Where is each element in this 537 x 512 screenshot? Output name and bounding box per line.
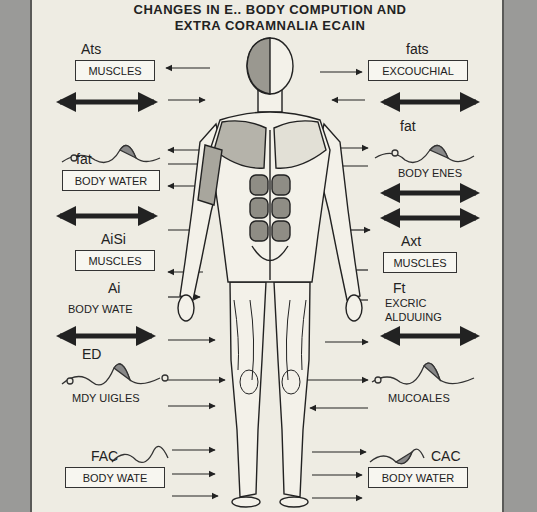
human-figure xyxy=(178,38,362,507)
poster-title: CHANGES IN E.. BODY COMPUTION AND EXTRA … xyxy=(112,2,428,34)
pointer-arrow xyxy=(166,68,370,498)
double-arrow xyxy=(60,102,476,336)
label-box: fatsEXCOUCHIAL xyxy=(368,60,468,81)
box-label: BODY WATER xyxy=(69,173,154,190)
label-box: AiSiMUSCLES xyxy=(75,250,155,271)
box-heading: fats xyxy=(406,41,429,58)
box-label: EXCOUCHIAL xyxy=(376,63,460,80)
box-heading: CAC xyxy=(431,448,461,465)
text-label: BODY WATE xyxy=(68,302,133,316)
heading-label: ED xyxy=(82,346,101,363)
label-box: AxtMUSCLES xyxy=(383,252,457,273)
box-label: MUSCLES xyxy=(82,253,147,270)
label-box: CACBODY WATER xyxy=(368,467,468,488)
text-label: MDY UIGLES xyxy=(72,391,140,405)
box-label: BODY WATE xyxy=(77,470,154,487)
heading-label: Ai xyxy=(108,280,120,297)
text-label: EXCRIC ALDUUING xyxy=(385,296,465,324)
box-label: BODY WATER xyxy=(376,470,461,487)
text-label: MUCOALES xyxy=(388,391,450,405)
label-box: fatBODY WATER xyxy=(62,170,160,191)
box-label: MUSCLES xyxy=(82,63,147,80)
heading-label: fat xyxy=(400,118,416,135)
box-heading: Ats xyxy=(81,41,101,58)
box-heading: Axt xyxy=(401,233,421,250)
box-heading: FAC xyxy=(91,448,118,465)
box-heading: AiSi xyxy=(101,231,126,248)
label-box: AtsMUSCLES xyxy=(75,60,155,81)
label-box: FACBODY WATE xyxy=(65,467,165,488)
box-label: MUSCLES xyxy=(387,255,452,272)
heading-label: Ft xyxy=(393,280,405,297)
text-label: BODY ENES xyxy=(398,166,462,180)
box-heading: fat xyxy=(76,151,92,168)
